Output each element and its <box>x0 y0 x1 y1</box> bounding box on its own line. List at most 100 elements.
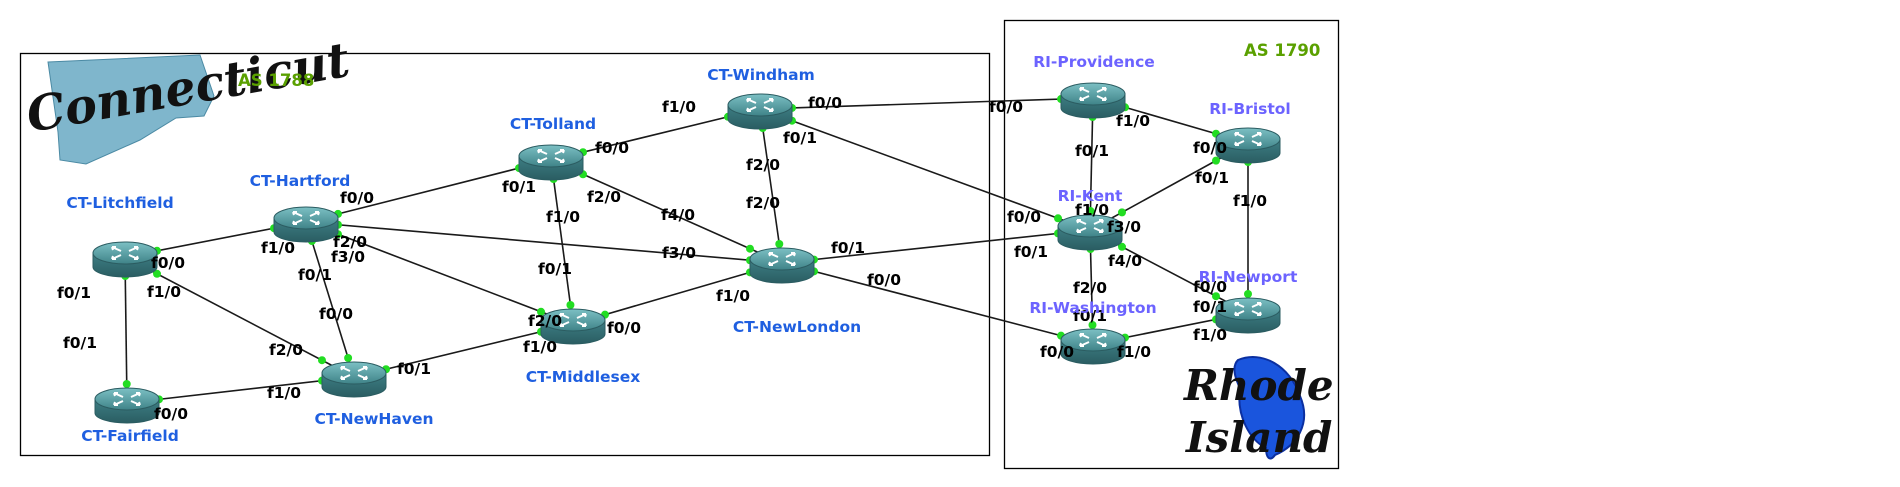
interface-label: f1/0 <box>546 208 580 226</box>
port-dot <box>122 380 131 388</box>
interface-label: f0/0 <box>595 139 629 157</box>
interface-label: f0/1 <box>298 266 332 284</box>
interface-label: f0/1 <box>397 360 431 378</box>
interface-label: f2/0 <box>269 341 303 359</box>
link-ct-windham-ri-providence <box>759 97 1094 110</box>
interface-label: f1/0 <box>1193 326 1227 344</box>
interface-label: f1/0 <box>1075 201 1109 219</box>
router-ri-providence[interactable] <box>1060 82 1126 119</box>
link-ct-hartford-ct-middlesex <box>305 221 574 325</box>
interface-label: f2/0 <box>746 194 780 212</box>
router-icon-arrows <box>111 246 139 260</box>
link-ct-hartford-ct-newlondon <box>305 221 783 264</box>
router-icon-arrows <box>1076 219 1104 233</box>
link-ct-hartford-ct-tolland <box>305 159 552 223</box>
router-name-label: CT-Tolland <box>510 115 596 133</box>
interface-label: f0/0 <box>1193 278 1227 296</box>
router-name-label: RI-Providence <box>1033 53 1155 71</box>
interface-label: f0/1 <box>831 239 865 257</box>
link-ct-litchfield-ct-fairfield <box>124 256 128 404</box>
port-dot <box>1212 292 1220 301</box>
interface-label: f0/1 <box>538 260 572 278</box>
interface-label: f0/1 <box>63 334 97 352</box>
interface-label: f0/1 <box>1014 243 1048 261</box>
interface-label: f3/0 <box>662 244 696 262</box>
connecticut-map-icon: Connecticut <box>22 32 354 165</box>
port-dot <box>1118 242 1126 251</box>
port-dot <box>1088 321 1097 329</box>
interface-label: f1/0 <box>267 384 301 402</box>
interface-label: f0/1 <box>502 178 536 196</box>
router-ct-hartford[interactable] <box>273 206 339 243</box>
router-name-label: CT-Litchfield <box>66 194 173 212</box>
router-icon-arrows <box>746 98 774 112</box>
port-dot <box>1086 207 1095 215</box>
link-ct-windham-ct-newlondon <box>759 108 783 264</box>
router-icon-arrows <box>113 392 141 406</box>
router-icon-arrows <box>768 252 796 266</box>
router-ct-newhaven[interactable] <box>321 361 387 398</box>
port-dot <box>153 269 161 278</box>
ri-map-text-line2: Island <box>1185 413 1332 462</box>
interface-label: f1/0 <box>523 338 557 356</box>
router-ct-litchfield[interactable] <box>92 241 158 278</box>
rhode-island-map-icon: Rhode Island <box>1183 356 1334 462</box>
ct-as-label: AS 1788 <box>238 71 314 90</box>
port-dot <box>1118 208 1126 217</box>
port-dot <box>537 307 545 316</box>
interface-label: f0/1 <box>1075 142 1109 160</box>
interface-label: f0/1 <box>1193 298 1227 316</box>
ct-area-box <box>19 52 991 457</box>
router-ri-newport[interactable] <box>1215 297 1281 334</box>
interface-label: f2/0 <box>333 233 367 251</box>
router-icon-arrows <box>537 149 565 163</box>
interface-label: f0/0 <box>319 305 353 323</box>
interface-label: f0/0 <box>1040 343 1074 361</box>
interface-label: f2/0 <box>1073 279 1107 297</box>
router-ct-windham[interactable] <box>727 93 793 130</box>
port-dot <box>746 244 754 253</box>
router-ct-middlesex[interactable] <box>540 308 606 345</box>
interface-label: f0/0 <box>151 254 185 272</box>
link-ct-litchfield-ct-newhaven <box>124 256 355 378</box>
port-dot <box>344 354 353 362</box>
router-ct-tolland[interactable] <box>518 144 584 181</box>
interface-label: f3/0 <box>331 248 365 266</box>
router-name-label: CT-NewHaven <box>315 410 434 428</box>
interface-label: f1/0 <box>1117 343 1151 361</box>
port-dot <box>775 240 784 248</box>
router-ct-fairfield[interactable] <box>94 387 160 424</box>
router-ri-kent[interactable] <box>1057 214 1123 251</box>
router-icon-arrows <box>1079 333 1107 347</box>
interface-label: f0/0 <box>808 94 842 112</box>
link-ct-hartford-ct-newhaven <box>305 221 355 378</box>
interface-label: f0/0 <box>1193 139 1227 157</box>
router-icon-arrows <box>340 366 368 380</box>
router-name-label: CT-NewLondon <box>733 318 861 336</box>
interface-label: f1/0 <box>716 287 750 305</box>
router-name-label: CT-Hartford <box>250 172 351 190</box>
router-ct-newlondon[interactable] <box>749 247 815 284</box>
router-name-label: CT-Middlesex <box>526 368 641 386</box>
interface-label: f1/0 <box>662 98 696 116</box>
router-name-label: CT-Windham <box>707 66 815 84</box>
router-ri-bristol[interactable] <box>1215 127 1281 164</box>
router-name-label: CT-Fairfield <box>81 427 179 445</box>
ri-map-text-line1: Rhode <box>1183 361 1334 410</box>
router-name-label: RI-Newport <box>1199 268 1298 286</box>
port-dot <box>1244 290 1252 298</box>
router-name-label: RI-Bristol <box>1209 100 1291 118</box>
interface-label: f0/0 <box>154 405 188 423</box>
interface-label: f1/0 <box>261 239 295 257</box>
router-name-label: RI-Kent <box>1058 187 1123 205</box>
ri-as-label: AS 1790 <box>1244 41 1320 60</box>
interface-label: f4/0 <box>1108 252 1142 270</box>
router-icon-arrows <box>559 313 587 327</box>
ri-area-box <box>1003 19 1340 470</box>
link-ct-newlondon-ri-kent <box>781 229 1091 264</box>
interface-label: f0/1 <box>1195 169 1229 187</box>
router-ri-washington[interactable] <box>1060 328 1126 365</box>
interface-label: f0/1 <box>783 129 817 147</box>
interface-label: f2/0 <box>528 312 562 330</box>
